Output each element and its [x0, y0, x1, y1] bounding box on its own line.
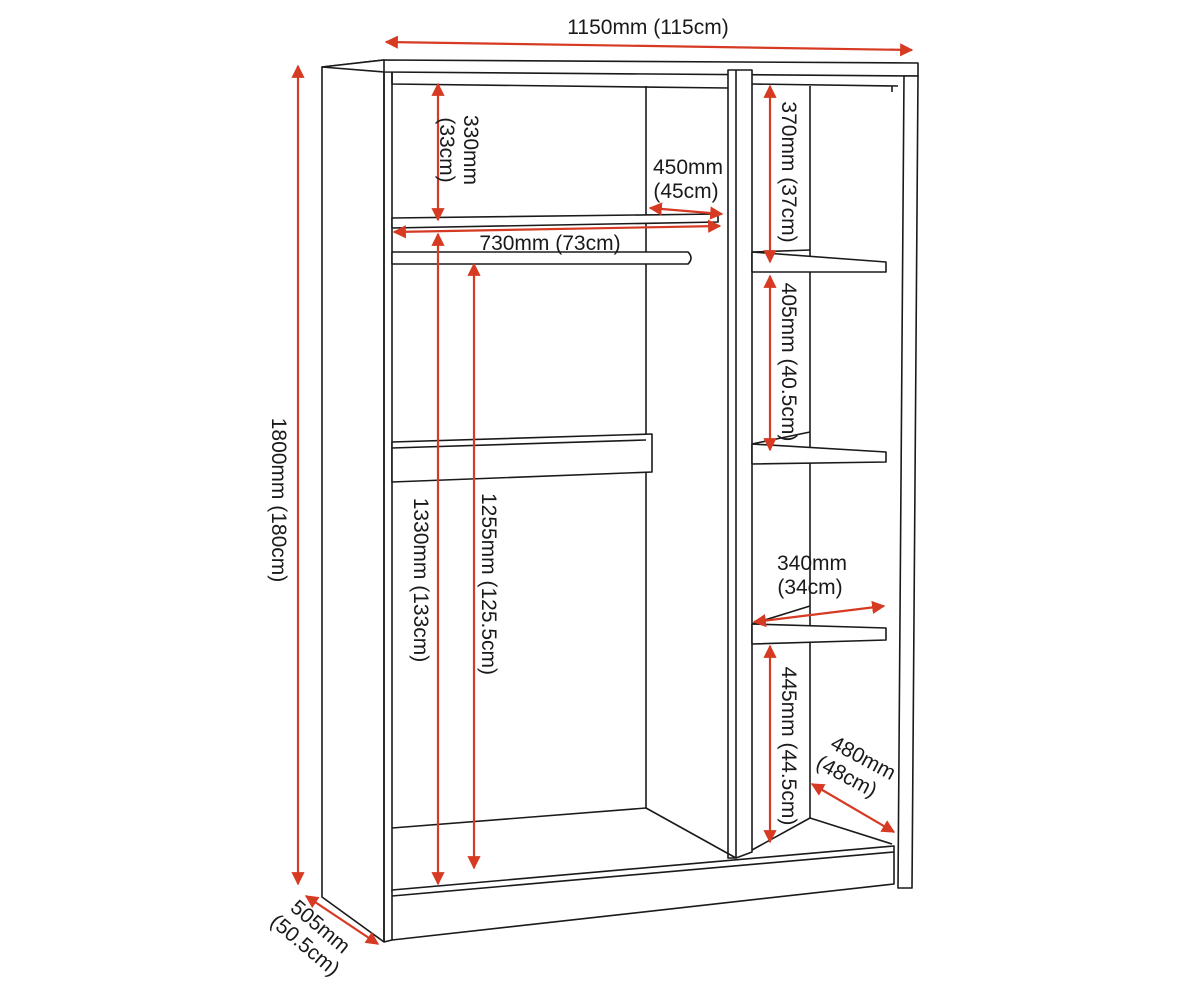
center-divider [727, 69, 753, 859]
svg-text:(33cm): (33cm) [435, 117, 458, 182]
top-panel [321, 59, 919, 77]
top-shelf-depth-arrow [648, 202, 724, 220]
hanging-width-arrow [392, 219, 722, 239]
hanging-height-rail-label: 1255mm (125.5cm) [477, 493, 500, 675]
hanging-rail [391, 251, 692, 265]
right-depth-arrow [810, 783, 896, 833]
overall-width-arrow [384, 35, 914, 57]
right-shelf-width-arrow [752, 600, 886, 628]
right-shelf-1 [751, 251, 887, 273]
svg-text:330mm: 330mm [459, 115, 482, 185]
svg-text:340mm: 340mm [777, 552, 847, 575]
right-floor [751, 817, 893, 851]
top-shelf-depth-label: 450mm (45cm) [653, 156, 723, 203]
bottom-left-edge [383, 939, 393, 943]
base-plinth [391, 845, 895, 941]
right-compartment-2-label: 405mm (40.5cm) [777, 283, 800, 442]
right-shelf-2-back [751, 431, 811, 445]
hanging-height-total-label: 1330mm (133cm) [409, 498, 432, 663]
right-compartment-4-label: 445mm (44.5cm) [777, 667, 800, 826]
right-shelf-3 [751, 623, 887, 645]
dimension-arrows [291, 35, 914, 945]
svg-text:450mm: 450mm [653, 156, 723, 179]
overall-depth-arrow [304, 895, 380, 945]
right-shelf-width-label: 340mm (34cm) [777, 552, 847, 599]
svg-text:(45cm): (45cm) [653, 180, 718, 203]
right-side-panel [897, 75, 919, 889]
right-depth-label: 480mm (48cm) [812, 732, 899, 802]
svg-text:(34cm): (34cm) [777, 576, 842, 599]
top-shelf-height-label: 330mm (33cm) [435, 115, 482, 185]
overall-height-label: 1800mm (180cm) [267, 418, 290, 583]
hanging-width-label: 730mm (73cm) [479, 232, 620, 255]
right-compartment-1-label: 370mm (37cm) [777, 101, 800, 242]
right-shelf-1-back [751, 249, 811, 253]
base-top-edge [391, 851, 895, 897]
back-top-line-right [751, 83, 899, 87]
left-side-panel [321, 59, 385, 943]
right-shelf-2 [751, 443, 887, 465]
overall-width-label: 1150mm (115cm) [567, 16, 728, 39]
left-floor [391, 807, 737, 859]
